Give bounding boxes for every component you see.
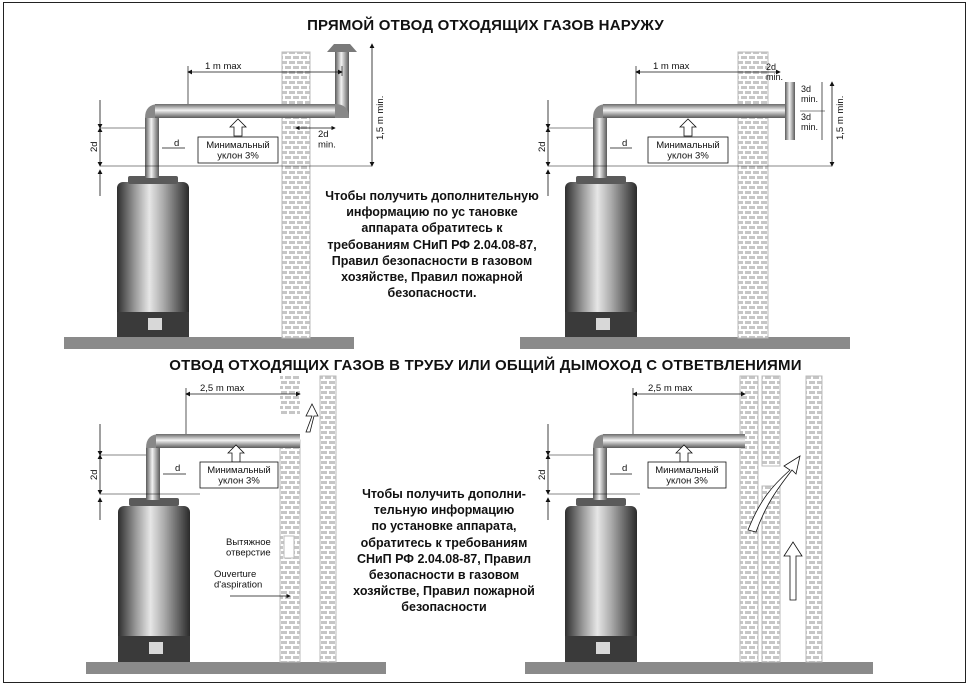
note-chimney: Чтобы получить дополни- тельную информац… — [353, 487, 535, 615]
label-d: d — [174, 138, 179, 149]
panel-chimney-branched — [525, 375, 873, 674]
draft-hood — [576, 176, 626, 184]
label-25m-max: 2,5 m max — [200, 383, 245, 394]
chimney-wall-right — [805, 375, 823, 663]
dimension-labels: 1 m max 1 m max 2,5 m max 2,5 m max d d … — [89, 61, 846, 480]
floor — [525, 662, 873, 674]
draft-hood — [576, 498, 626, 506]
note-direct: Чтобы получить дополнительную информацию… — [325, 189, 539, 301]
label-2d: 2d — [89, 141, 100, 152]
flue-pipe — [603, 434, 745, 448]
label-d: d — [175, 463, 180, 474]
floor — [64, 337, 354, 349]
wall — [281, 51, 311, 339]
label-d: d — [622, 138, 627, 149]
panel-direct-horizontal — [520, 51, 850, 349]
section-title-chimney: ОТВОД ОТХОДЯЩИХ ГАЗОВ В ТРУБУ ИЛИ ОБЩИЙ … — [169, 357, 802, 374]
panel-chimney-straight — [86, 375, 386, 674]
floor — [520, 337, 850, 349]
label-15m-min: 1,5 m min. — [375, 96, 386, 140]
panel-direct-vertical — [64, 43, 375, 349]
flow-arrow-curved — [747, 455, 801, 533]
floor — [86, 662, 386, 674]
water-heater — [118, 506, 190, 662]
chimney-wall-right — [319, 375, 337, 663]
label-d: d — [622, 463, 627, 474]
water-heater — [565, 182, 637, 337]
flue-pipe — [155, 104, 335, 118]
section-title-direct: ПРЯМОЙ ОТВОД ОТХОДЯЩИХ ГАЗОВ НАРУЖУ — [307, 17, 664, 34]
flow-arrow-up — [783, 541, 803, 601]
draft-hood — [129, 498, 179, 506]
label-2d: 2d — [537, 469, 548, 480]
flue-pipe — [603, 104, 787, 118]
water-heater — [117, 182, 189, 337]
water-heater — [565, 506, 637, 662]
wall — [737, 51, 769, 339]
draft-hood — [128, 176, 178, 184]
label-1m-max: 1 m max — [205, 61, 242, 72]
chimney-cap — [327, 44, 357, 52]
label-1m-max-right: 1 m max — [653, 61, 690, 72]
label-2d: 2d — [89, 469, 100, 480]
label-15m-min-right: 1,5 m min. — [835, 96, 846, 140]
terminal-tee — [785, 82, 795, 140]
label-2d: 2d — [537, 141, 548, 152]
flue-pipe — [156, 434, 300, 448]
label-25m-max-right: 2,5 m max — [648, 383, 693, 394]
